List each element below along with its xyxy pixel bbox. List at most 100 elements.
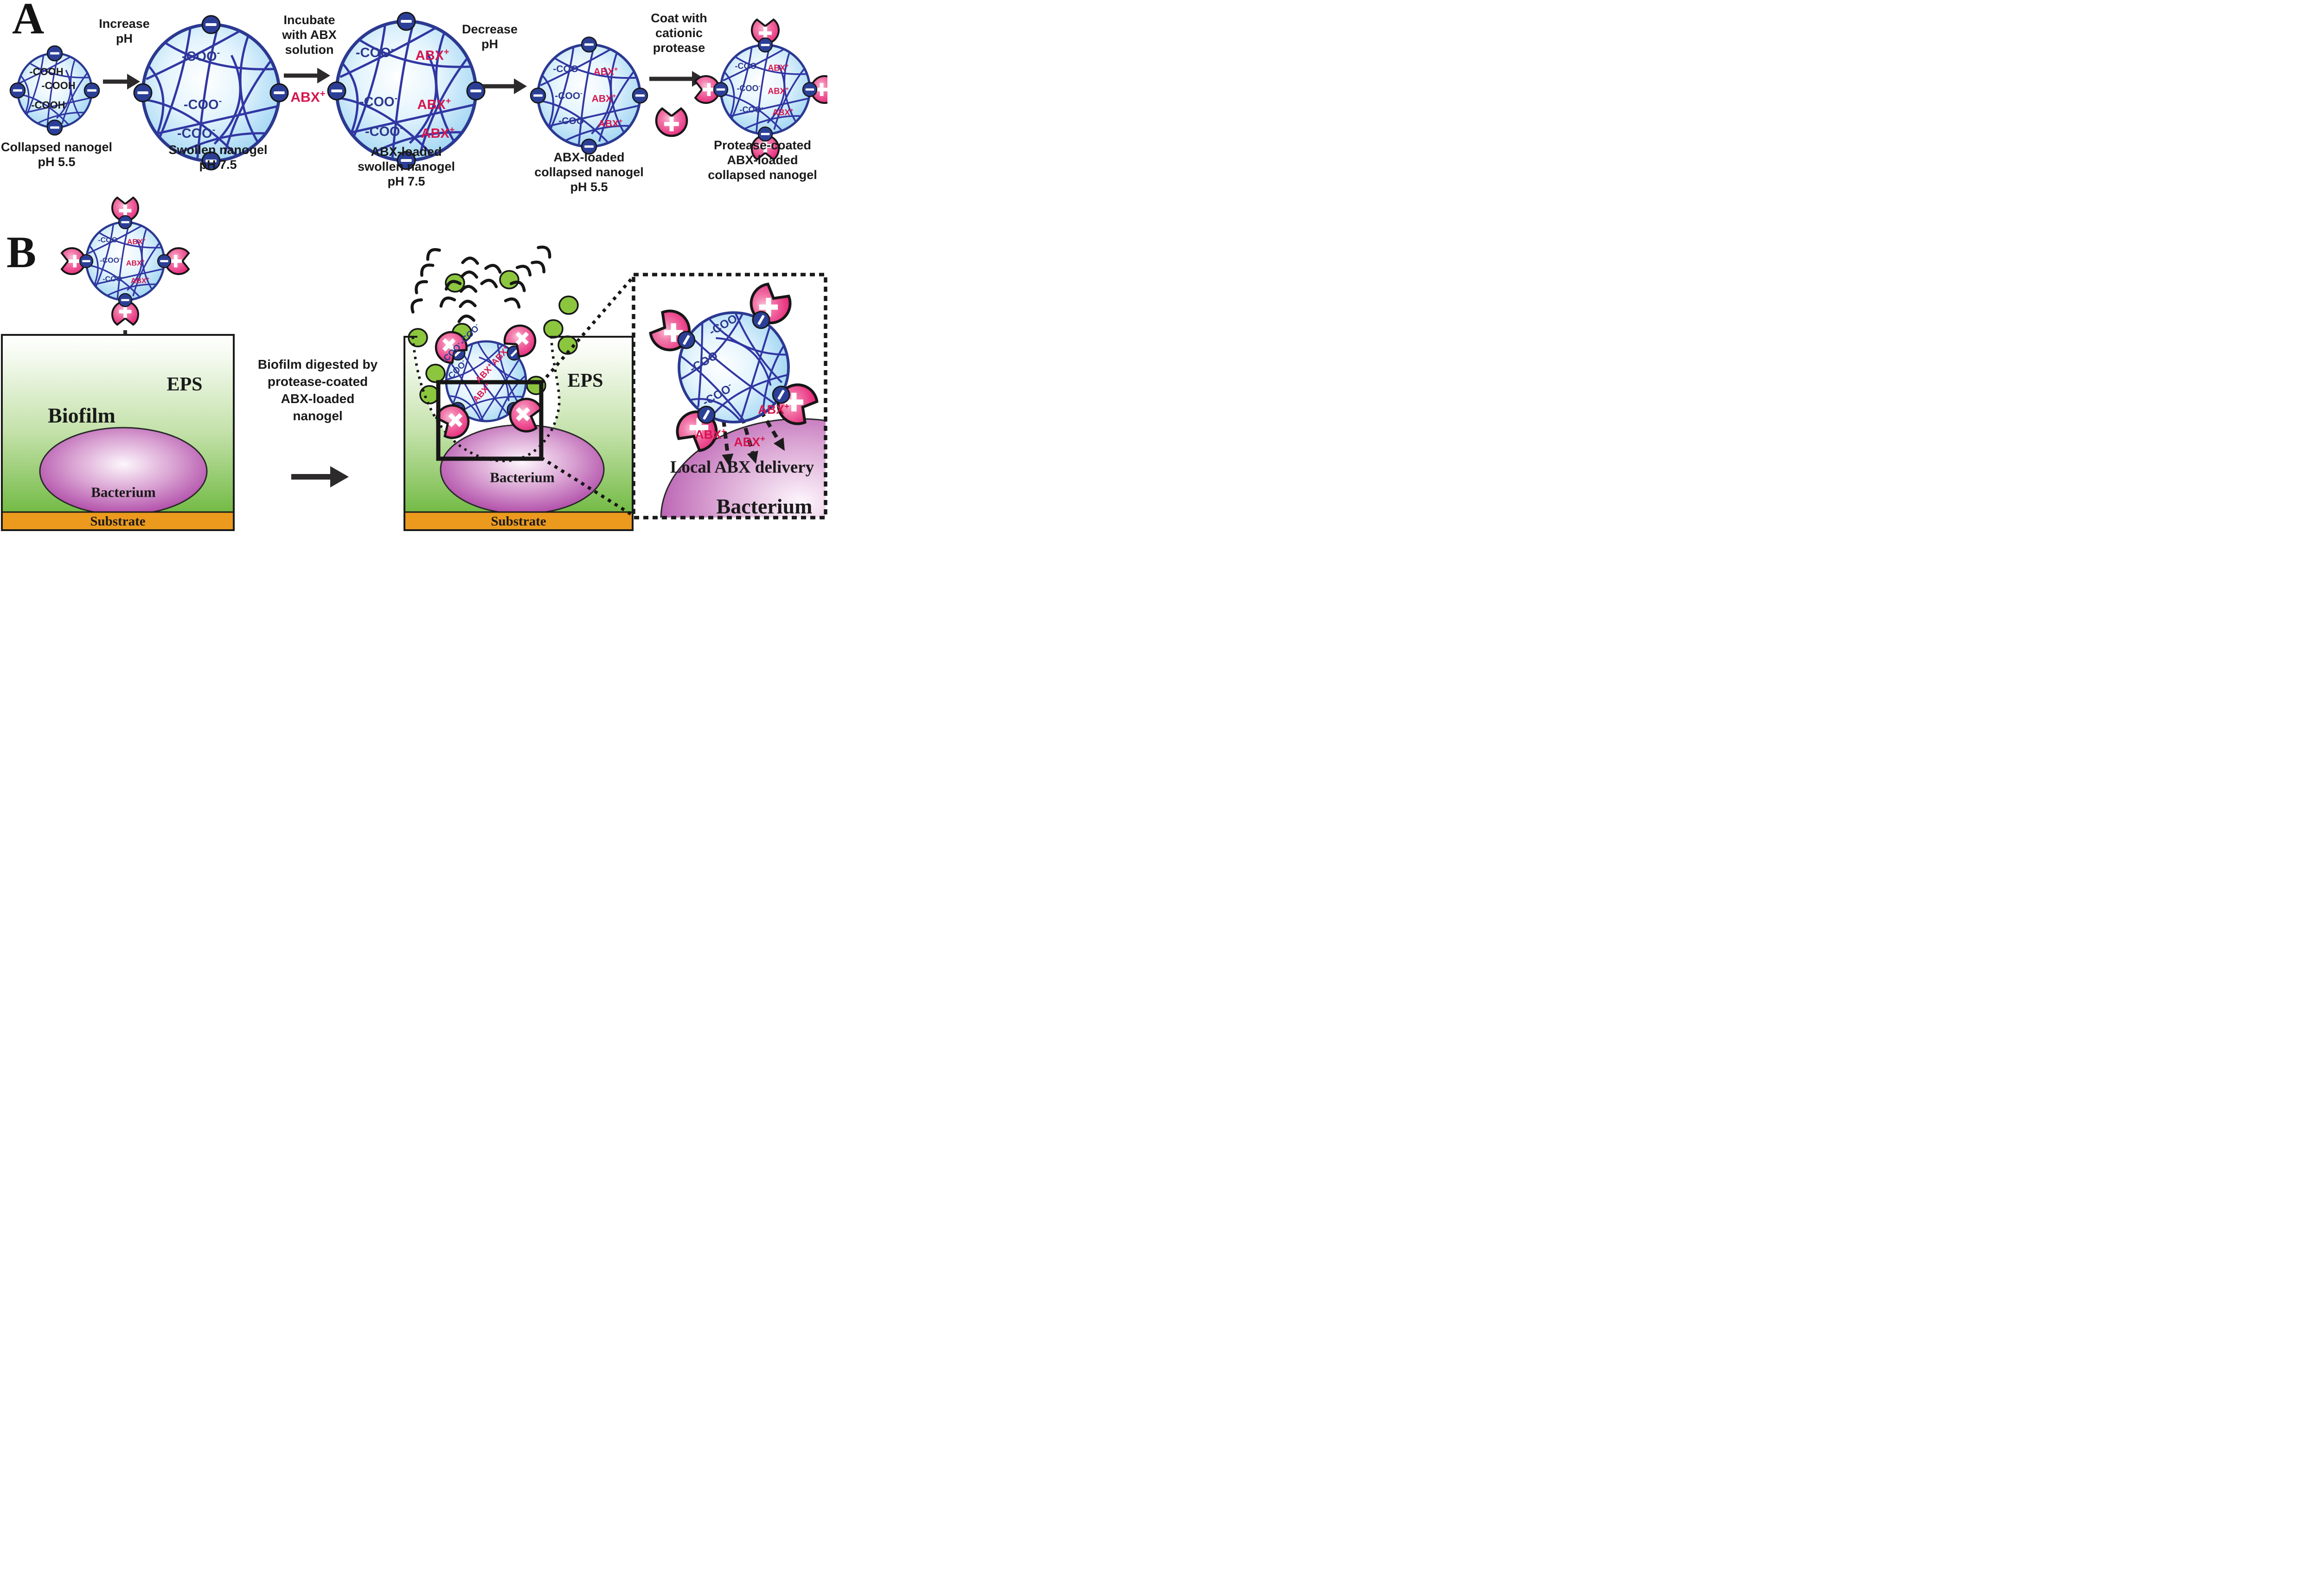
digestion-squiggle-icon	[439, 296, 456, 308]
label-text: -COO	[177, 126, 212, 141]
protease-icon	[435, 331, 468, 364]
abx-label: ABX+	[126, 258, 145, 269]
panel-a-label: A	[12, 0, 45, 43]
label-text: -COOH	[29, 66, 64, 78]
coo-label: -COO-	[359, 93, 398, 110]
superscript: -	[119, 256, 121, 262]
label-text: ABX	[591, 93, 612, 104]
label-text: Substrate	[491, 513, 546, 529]
positive-charge-icon	[119, 204, 132, 217]
label-text: -COO	[102, 275, 122, 283]
abx-label: ABX+	[416, 47, 449, 64]
negative-charge-icon	[581, 36, 597, 53]
local-abx-delivery-label: Local ABX delivery	[670, 457, 814, 478]
digestion-squiggle-icon	[460, 270, 478, 279]
arrow-increase-ph	[103, 74, 140, 90]
label-line: with ABX	[282, 27, 337, 42]
digestion-squiggle-icon	[515, 264, 532, 277]
biofilm-box-intact	[1, 334, 235, 531]
eps-fragment-icon	[419, 385, 440, 404]
label-text: -COO	[737, 83, 759, 93]
label-line: pH 5.5	[38, 154, 76, 169]
label-line: solution	[285, 42, 334, 57]
label-text: -COOH	[31, 99, 65, 111]
eps-label: EPS	[567, 370, 603, 393]
label-text: Local ABX delivery	[670, 458, 814, 477]
label-text: -COO	[739, 105, 762, 115]
label-line: protease-coated	[267, 374, 368, 389]
nanogel-collapsed	[9, 45, 100, 136]
label-text: -COO	[558, 115, 584, 127]
superscript: -	[394, 93, 398, 104]
label-text: ABX	[695, 428, 722, 442]
negative-charge-icon	[327, 81, 346, 101]
label-text: Bacterium	[91, 484, 156, 500]
bacterium-label: Bacterium	[91, 484, 155, 501]
coo-label: -COO-	[737, 83, 760, 93]
negative-charge-icon	[697, 405, 716, 424]
figure-artwork	[1, 12, 827, 531]
positive-charge-icon	[759, 298, 778, 317]
label-text: ABX	[421, 126, 449, 141]
digestion-squiggle-icon	[484, 263, 502, 274]
superscript: -	[117, 235, 119, 241]
label-text: -COO	[181, 49, 217, 64]
negative-charge-icon	[757, 37, 773, 53]
zoom-connector-line	[540, 456, 634, 517]
coo-label: -COO-	[735, 61, 758, 71]
negative-charge-icon	[269, 83, 289, 103]
abx-solution-label: ABX+	[290, 89, 325, 105]
nanogel-delivering	[649, 282, 819, 452]
superscript: +	[445, 96, 451, 107]
eps-label: EPS	[167, 373, 202, 397]
coo-label: -COO-	[177, 125, 215, 141]
negative-charge-icon	[118, 293, 133, 308]
positive-charge-icon	[448, 413, 463, 427]
superscript: -	[218, 96, 222, 107]
nanogel-abx-collapsed	[530, 36, 648, 155]
superscript: +	[320, 89, 326, 99]
negative-charge-icon	[772, 385, 790, 404]
superscript: -	[122, 274, 124, 280]
label-text: -COO	[100, 256, 120, 265]
digestion-squiggle-icon	[457, 314, 475, 323]
label-text: EPS	[567, 370, 603, 392]
negative-charge-icon	[757, 126, 773, 142]
negative-charge-icon	[677, 331, 696, 349]
digestion-squiggle-icon	[444, 280, 462, 291]
negative-charge-icon	[118, 215, 133, 230]
label-line: Collapsed nanogel	[0, 140, 113, 154]
coo-label: -COO-	[365, 123, 403, 140]
protease-icon	[655, 107, 688, 137]
protease-icon	[111, 301, 139, 326]
label-text: -COO	[359, 94, 395, 109]
positive-charge-icon	[169, 255, 182, 268]
negative-charge-icon	[397, 151, 416, 170]
positive-charge-icon	[702, 83, 716, 96]
label-line: swollen nanogel	[357, 159, 455, 173]
protease-icon	[435, 404, 470, 439]
label-line: Biofilm digested by	[257, 357, 378, 372]
label-line: collapsed nanogel	[534, 165, 644, 179]
label-text: ABX	[126, 259, 142, 268]
label-text: -COO	[735, 61, 757, 71]
abx-label: ABX+	[417, 96, 451, 113]
panel-b-label: B	[6, 227, 37, 277]
abx-label: ABX+	[591, 92, 616, 105]
polymer-mesh	[87, 223, 163, 299]
label-text: ABX	[290, 90, 320, 105]
superscript: +	[612, 92, 616, 100]
abx-release-arrow-icon	[722, 419, 734, 466]
eps-fragment-icon	[425, 364, 446, 383]
superscript: +	[141, 258, 145, 264]
nanogel-protease-coated-b	[60, 196, 190, 326]
polymer-mesh	[721, 45, 809, 133]
nanogel-abx-swollen	[327, 12, 486, 170]
substrate-label: Substrate	[491, 513, 546, 529]
positive-charge-icon	[664, 116, 679, 132]
superscript: +	[785, 85, 789, 92]
label-line: Protease-coated	[713, 138, 812, 152]
superscript: -	[217, 48, 220, 58]
